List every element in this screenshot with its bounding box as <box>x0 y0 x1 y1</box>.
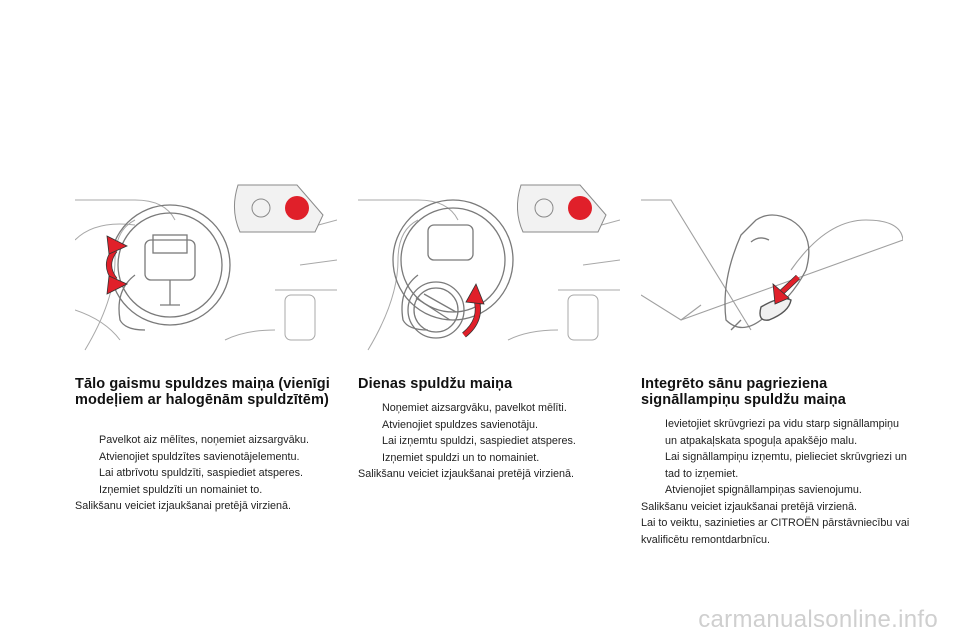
step-item: Lai izņemtu spuldzi, saspiediet atsperes… <box>382 435 576 447</box>
daytime-light-diagram <box>358 184 620 351</box>
high-beam-illustration <box>75 180 337 360</box>
side-mirror-diagram <box>641 199 903 331</box>
daytime-bulb-marker <box>568 196 592 220</box>
section-body: Pavelkot aiz mēlītes, noņemiet aizsargvā… <box>75 432 345 515</box>
step-item: Atvienojiet spignāllampiņas savienojumu. <box>665 484 862 496</box>
note-text: Salikšanu veiciet izjaukšanai pretējā vi… <box>358 468 575 480</box>
step-item: Izņemiet spuldzīti un nomainiet to. <box>99 483 263 496</box>
section-heading: Tālo gaismu spuldzes maiņa (vienīgi mode… <box>75 376 330 408</box>
side-indicator-illustration <box>641 180 903 360</box>
daytime-light-illustration <box>358 180 620 360</box>
section-body: Ievietojiet skrūvgriezi pa vidu starp si… <box>641 416 911 548</box>
section-body: Noņemiet aizsargvāku, pavelkot mēlīti. A… <box>358 400 628 483</box>
note-text: Salikšanu veiciet izjaukšanai pretējā vi… <box>75 500 292 512</box>
step-item: Lai signāllampiņu izņemtu, pielieciet sk… <box>665 451 907 480</box>
section-heading: Dienas spuldžu maiņa <box>358 376 513 392</box>
high-beam-diagram <box>75 184 337 351</box>
step-item: Atvienojiet spuldzes savienotāju. <box>382 418 539 431</box>
section-heading: Integrēto sānu pagrieziena signāllampiņu… <box>641 376 846 408</box>
high-beam-bulb-marker <box>285 196 309 220</box>
note-text: Lai to veiktu, sazinieties ar CITROËN pā… <box>641 517 910 546</box>
step-item: Izņemiet spuldzi un to nomainiet. <box>382 451 540 464</box>
step-item: Ievietojiet skrūvgriezi pa vidu starp si… <box>665 418 900 447</box>
step-item: Noņemiet aizsargvāku, pavelkot mēlīti. <box>382 402 567 414</box>
note-text: Salikšanu veiciet izjaukšanai pretējā vi… <box>641 500 858 513</box>
step-item: Atvienojiet spuldzītes savienotājelement… <box>99 450 300 463</box>
watermark-text: carmanualsonline.info <box>698 606 938 633</box>
step-item: Pavelkot aiz mēlītes, noņemiet aizsargvā… <box>99 434 310 446</box>
step-item: Lai atbrīvotu spuldzīti, saspiediet atsp… <box>99 467 304 479</box>
